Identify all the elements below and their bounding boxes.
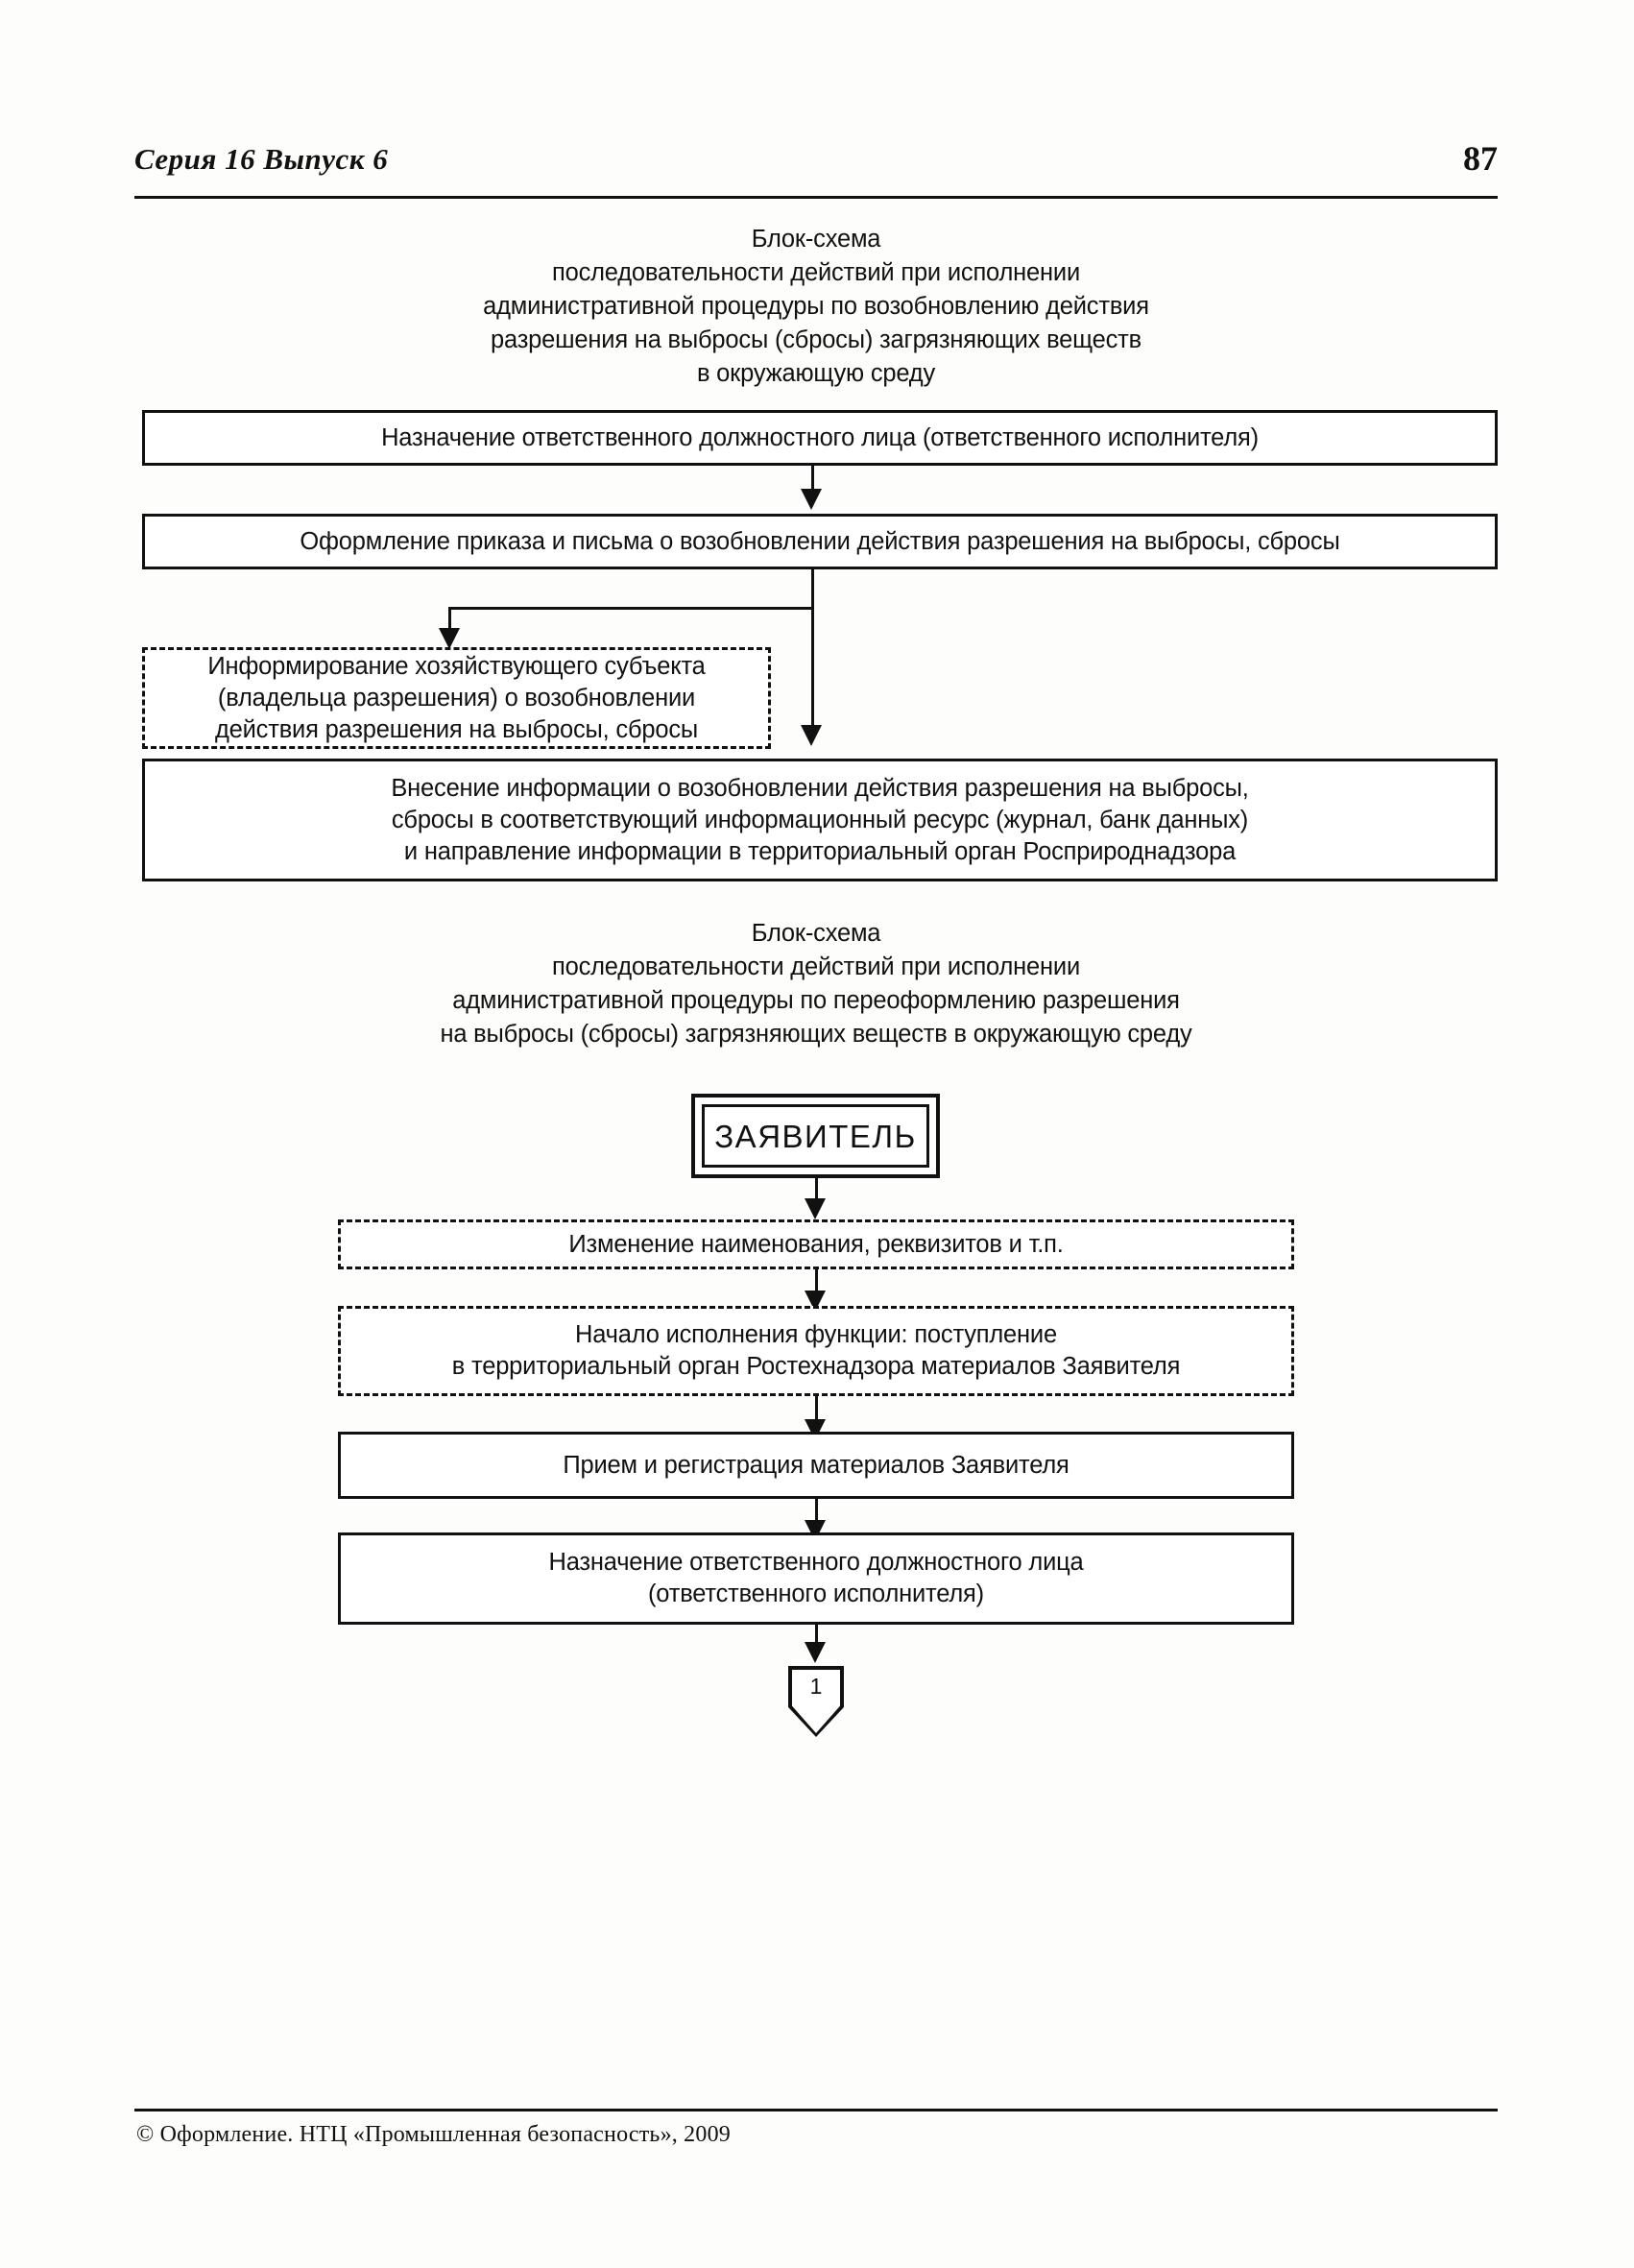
flowchart-1-title: Блок-схема последовательности действий п… (134, 223, 1498, 391)
flowchart-1-edge-a2-a4-line (811, 569, 814, 735)
flowchart-2-edge-b3-b4-line (815, 1396, 818, 1433)
flowchart-2-node-b3-text: Начало исполнения функции: поступление в… (451, 1321, 1181, 1380)
flowchart-2-node-b5: Назначение ответственного должностного л… (338, 1532, 1294, 1625)
flowchart-2-edge-b1-b2-arrow (805, 1198, 826, 1219)
running-header: Серия 16 Выпуск 6 87 (134, 139, 1498, 204)
flowchart-1-node-a1: Назначение ответственного должностного л… (142, 410, 1498, 466)
flowchart-1-node-a3-text: Информирование хозяйствующего субъекта (… (207, 652, 706, 743)
flowchart-2-node-b4: Прием и регистрация материалов Заявителя (338, 1432, 1294, 1499)
flowchart-2-node-b6-text: 1 (809, 1674, 823, 1699)
flowchart-1-title-line-4: разрешения на выбросы (сбросы) загрязняю… (491, 326, 1141, 353)
flowchart-1-edge-a2-a4-arrow (801, 725, 822, 746)
flowchart-2-node-b2: Изменение наименования, реквизитов и т.п… (338, 1219, 1294, 1269)
flowchart-1-edge-a1-a2-line (811, 466, 814, 504)
flowchart-2-node-b1-inner: ЗАЯВИТЕЛЬ (702, 1104, 929, 1168)
flowchart-2-edge-b5-b6-arrow (805, 1642, 826, 1663)
flowchart-1-node-a1-text: Назначение ответственного должностного л… (381, 423, 1259, 451)
flowchart-2-edge-b4-b5-line (815, 1499, 818, 1533)
header-rule (134, 196, 1498, 199)
flowchart-2-node-b1-text: ЗАЯВИТЕЛЬ (714, 1118, 917, 1154)
flowchart-2-edge-b5-b6-line (815, 1625, 818, 1657)
footer-rule (134, 2109, 1498, 2111)
flowchart-1-title-line-2: последовательности действий при исполнен… (551, 259, 1080, 286)
flowchart-2-node-b3: Начало исполнения функции: поступление в… (338, 1306, 1294, 1396)
flowchart-1-node-a4: Внесение информации о возобновлении дейс… (142, 759, 1498, 881)
flowchart-2-node-b4-text: Прием и регистрация материалов Заявителя (563, 1451, 1069, 1479)
footer-copyright: © Оформление. НТЦ «Промышленная безопасн… (136, 2122, 731, 2147)
flowchart-1-edge-a1-a2-arrow (801, 489, 822, 510)
flowchart-1-node-a2: Оформление приказа и письма о возобновле… (142, 514, 1498, 569)
flowchart-2-edge-b2-b3-line (815, 1269, 818, 1304)
flowchart-2-node-b2-text: Изменение наименования, реквизитов и т.п… (568, 1230, 1064, 1258)
flowchart-1-title-line-1: Блок-схема (751, 226, 881, 253)
flowchart-1-node-a3: Информирование хозяйствующего субъекта (… (142, 647, 771, 749)
flowchart-1-title-line-3: административной процедуры по возобновле… (483, 293, 1149, 320)
page-number: 87 (1463, 139, 1498, 178)
flowchart-1-node-a4-text: Внесение информации о возобновлении дейс… (391, 774, 1249, 865)
flowchart-1-edge-a2-a3-arrow (439, 628, 460, 649)
flowchart-2-title-line-1: Блок-схема (751, 920, 881, 947)
flowchart-2-title-line-2: последовательности действий при исполнен… (551, 953, 1080, 980)
flowchart-2-node-b6-offpage-connector-icon: 1 (788, 1666, 844, 1737)
header-series-label: Серия 16 Выпуск 6 (134, 142, 389, 176)
flowchart-1-node-a2-text: Оформление приказа и письма о возобновле… (300, 527, 1340, 555)
flowchart-1-edge-a2-a3-vline (448, 607, 451, 641)
flowchart-2-title-line-3: административной процедуры по переоформл… (452, 987, 1180, 1014)
flowchart-2-title-line-4: на выбросы (сбросы) загрязняющих веществ… (440, 1021, 1192, 1048)
flowchart-2-title: Блок-схема последовательности действий п… (134, 917, 1498, 1051)
flowchart-1-title-line-5: в окружающую среду (696, 360, 936, 387)
flowchart-2-node-b5-text: Назначение ответственного должностного л… (548, 1549, 1084, 1607)
flowchart-2-edge-b1-b2-line (815, 1178, 818, 1212)
flowchart-2-node-b1: ЗАЯВИТЕЛЬ (691, 1094, 940, 1178)
flowchart-1-edge-a2-a3-hline (448, 607, 814, 610)
